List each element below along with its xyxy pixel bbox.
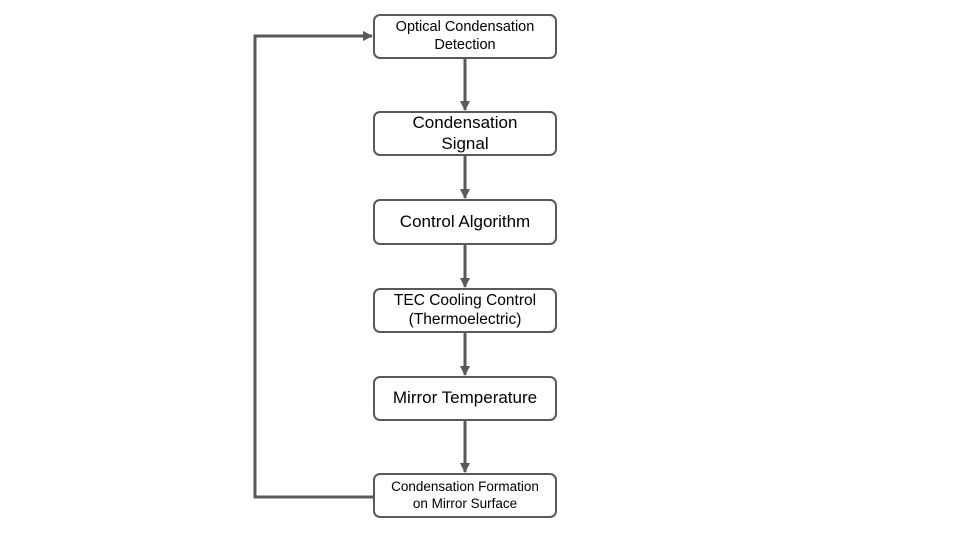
node-label: TEC Cooling Control(Thermoelectric) bbox=[393, 291, 537, 328]
feedback-arrow-n6-n1 bbox=[253, 31, 373, 499]
node-tec-cooling-control: TEC Cooling Control(Thermoelectric) bbox=[373, 288, 557, 333]
node-mirror-temperature: Mirror Temperature bbox=[373, 376, 557, 421]
node-control-algorithm: Control Algorithm bbox=[373, 199, 557, 245]
node-label: Mirror Temperature bbox=[392, 388, 538, 408]
node-label: Control Algorithm bbox=[399, 211, 531, 231]
